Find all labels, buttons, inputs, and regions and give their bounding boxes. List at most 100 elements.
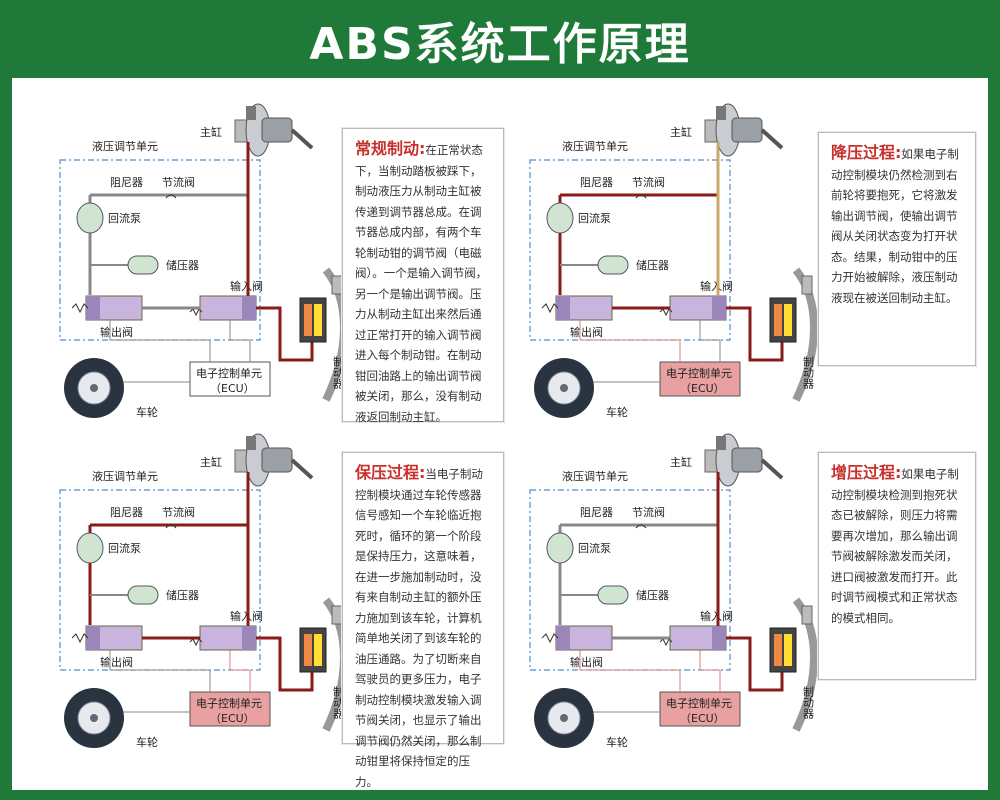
master-cylinder-label: 主缸 [670, 455, 692, 469]
outlet-valve-label: 输出阀 [100, 655, 133, 669]
ecu-inlet-wire [699, 320, 721, 362]
desc-heading: 增压过程: [831, 463, 902, 482]
accumulator-label: 储压器 [166, 588, 199, 602]
return-pump-label: 回流泵 [108, 211, 141, 225]
ecu-outlet-wire [109, 320, 211, 362]
master-cylinder-icon [234, 433, 314, 487]
accumulator-icon [597, 255, 629, 275]
desc-heading: 常规制动: [355, 139, 426, 158]
wheel-icon [64, 358, 124, 418]
wheel-label: 车轮 [606, 735, 628, 749]
throttle-valve-label: 节流阀 [632, 175, 665, 189]
brake-caliper-icon [769, 597, 818, 732]
outlet-valve-label: 输出阀 [570, 655, 603, 669]
ecu-label-sub: （ECU） [680, 712, 725, 725]
desc-body: 在正常状态下，当制动踏板被踩下，制动液压力从制动主缸被传递到调节器总成。在调节器… [355, 143, 488, 424]
master-cylinder-label: 主缸 [200, 125, 222, 139]
desc-normal-braking: 常规制动:在正常状态下，当制动踏板被踩下，制动液压力从制动主缸被传递到调节器总成… [342, 128, 504, 424]
ecu-label-sub: （ECU） [680, 382, 725, 395]
ecu-box [189, 361, 271, 397]
ecu-outlet-wire [109, 650, 211, 692]
inlet-valve-icon [659, 625, 727, 651]
desc-pressure-decrease: 降压过程:如果电子制动控制模块仍然检测到右前轮将要抱死，它将激发输出调节阀，使输… [818, 132, 976, 366]
damper-label: 阻尼器 [110, 506, 143, 519]
brake-line [726, 636, 784, 692]
accumulator-label: 储压器 [166, 258, 199, 272]
ecu-label-sub: （ECU） [210, 382, 255, 395]
wheel-icon [64, 688, 124, 748]
outlet-valve-label: 输出阀 [100, 325, 133, 339]
throttle-symbol [635, 194, 647, 199]
ecu-outlet-wire [579, 320, 681, 362]
throttle-valve-label: 节流阀 [162, 175, 195, 189]
throttle-valve-label: 节流阀 [632, 505, 665, 519]
hydraulic-unit-label: 液压调节单元 [562, 139, 628, 153]
abs-diagram-normal: 液压调节单元 主缸 阻尼器 节流阀 回流泵 储压器 输出阀 输入阀 [59, 103, 348, 419]
return-pump-icon [76, 202, 104, 234]
accumulator-group [560, 255, 629, 275]
return-pump-label: 回流泵 [578, 541, 611, 555]
accumulator-icon [597, 585, 629, 605]
return-pump-icon [76, 532, 104, 564]
ecu-label: 电子控制单元 [666, 366, 732, 380]
throttle-symbol [165, 524, 177, 529]
ecu-box [659, 361, 741, 397]
brake-caliper-icon [299, 597, 348, 732]
master-cylinder-label: 主缸 [200, 455, 222, 469]
return-pump-label: 回流泵 [578, 211, 611, 225]
accumulator-group [90, 255, 159, 275]
desc-pressure-increase: 增压过程:如果电子制动控制模块检测到抱死状态已被解除，则压力将需要再次增加，那么… [818, 452, 976, 680]
brake-line [256, 636, 314, 692]
desc-body: 当电子制动控制模块通过车轮传感器信号感知一个车轮临近抱死时，循环的第一个阶段是保… [355, 467, 483, 789]
ecu-label: 电子控制单元 [196, 366, 262, 380]
hydraulic-unit-label: 液压调节单元 [562, 469, 628, 483]
return-pump-icon [546, 202, 574, 234]
abs-diagram-decrease: 液压调节单元 主缸 阻尼器 节流阀 回流泵 储压器 输出阀 输入阀 [529, 103, 818, 419]
throttle-symbol [635, 524, 647, 529]
brake-label: 制动器 [332, 686, 345, 720]
ecu-label-sub: （ECU） [210, 712, 255, 725]
poster-title: ABS系统工作原理 [309, 19, 691, 70]
desc-body: 如果电子制动控制模块检测到抱死状态已被解除，则压力将需要再次增加，那么输出调节阀… [831, 467, 959, 625]
damper-label: 阻尼器 [580, 506, 613, 519]
desc-heading: 降压过程: [831, 143, 902, 162]
brake-line [726, 306, 784, 362]
master-cylinder-label: 主缸 [670, 125, 692, 139]
throttle-symbol [165, 194, 177, 199]
wheel-icon [534, 358, 594, 418]
wheel-label: 车轮 [136, 405, 158, 419]
inlet-valve-icon [189, 295, 257, 321]
desc-body: 如果电子制动控制模块仍然检测到右前轮将要抱死，它将激发输出调节阀，使输出调节阀从… [831, 147, 959, 305]
hydraulic-unit-label: 液压调节单元 [92, 139, 158, 153]
outlet-valve-label: 输出阀 [570, 325, 603, 339]
brake-line [256, 306, 314, 362]
accumulator-label: 储压器 [636, 588, 669, 602]
return-pump-label: 回流泵 [108, 541, 141, 555]
abs-diagram-hold: 液压调节单元 主缸 阻尼器 节流阀 回流泵 储压器 输出阀 输入阀 [59, 433, 348, 749]
brake-label: 制动器 [332, 356, 345, 390]
abs-diagram-increase: 液压调节单元 主缸 阻尼器 节流阀 回流泵 储压器 输出阀 输入阀 [529, 433, 818, 749]
ecu-label: 电子控制单元 [666, 696, 732, 710]
master-cylinder-icon [234, 103, 314, 157]
ecu-box [189, 691, 271, 727]
damper-label: 阻尼器 [580, 176, 613, 189]
brake-label: 制动器 [802, 356, 815, 390]
hydraulic-unit-label: 液压调节单元 [92, 469, 158, 483]
ecu-inlet-wire [699, 650, 721, 692]
wheel-label: 车轮 [136, 735, 158, 749]
ecu-box [659, 691, 741, 727]
return-pump-icon [546, 532, 574, 564]
accumulator-label: 储压器 [636, 258, 669, 272]
ecu-outlet-wire [579, 650, 681, 692]
ecu-inlet-wire [229, 320, 251, 362]
accumulator-group [90, 585, 159, 605]
brake-label: 制动器 [802, 686, 815, 720]
brake-caliper-icon [769, 267, 818, 402]
desc-pressure-hold: 保压过程:当电子制动控制模块通过车轮传感器信号感知一个车轮临近抱死时，循环的第一… [342, 452, 504, 789]
outlet-valve-icon [541, 625, 613, 651]
throttle-valve-label: 节流阀 [162, 505, 195, 519]
outlet-valve-icon [71, 625, 143, 651]
outlet-valve-icon [541, 295, 613, 321]
accumulator-group [560, 585, 629, 605]
desc-heading: 保压过程: [355, 463, 426, 482]
